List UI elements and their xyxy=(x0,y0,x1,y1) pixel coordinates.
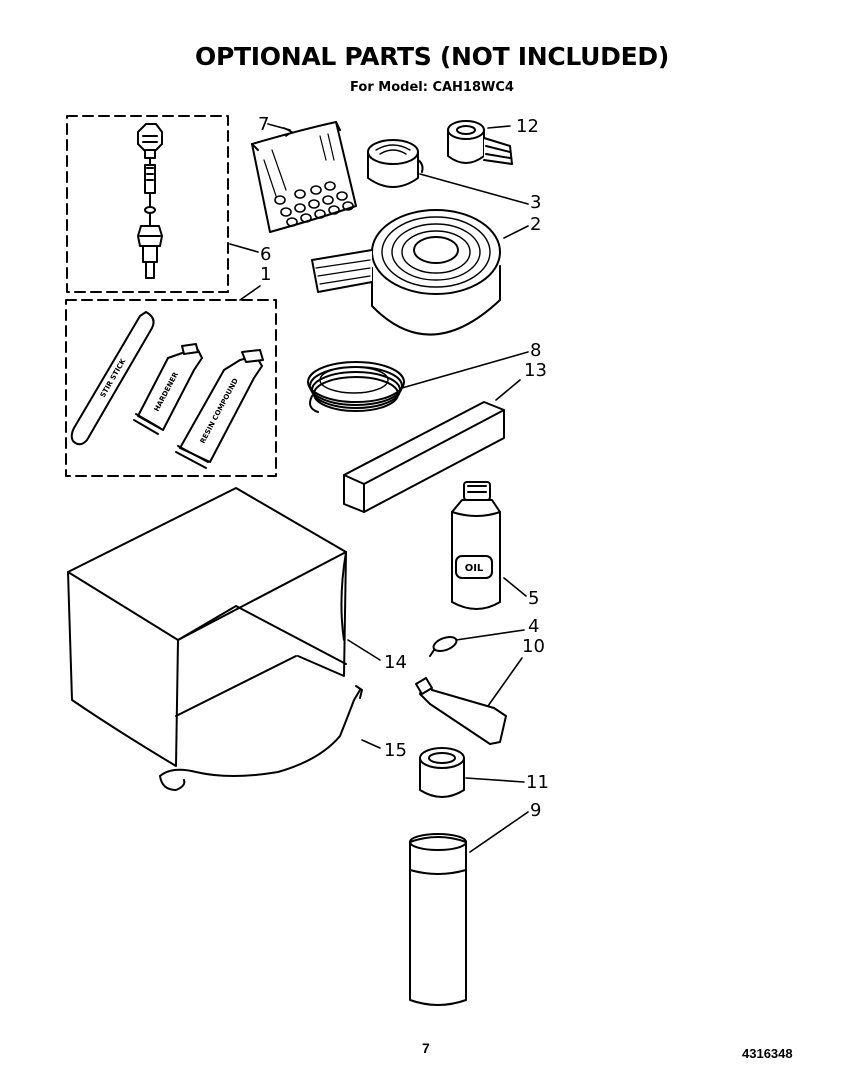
foam-bar xyxy=(343,401,505,513)
stir-stick: STIR STICK xyxy=(70,311,155,446)
callout-6: 6 xyxy=(260,244,271,265)
document-number: 4316348 xyxy=(742,1046,793,1061)
valve-assembly xyxy=(137,123,163,279)
callout-5: 5 xyxy=(528,588,539,609)
callout-13: 13 xyxy=(524,360,547,381)
callout-4: 4 xyxy=(528,616,539,637)
hardener-tube: HARDENER xyxy=(133,343,203,435)
model-subtitle: For Model: CAH18WC4 xyxy=(350,80,514,95)
callout-10: 10 xyxy=(522,636,545,657)
callout-1: 1 xyxy=(260,264,271,285)
callout-7: 7 xyxy=(258,114,269,135)
large-tape-roll xyxy=(311,209,501,336)
page-title: OPTIONAL PARTS (NOT INCLUDED) xyxy=(195,42,669,71)
spray-can xyxy=(409,833,467,1006)
callout-15: 15 xyxy=(384,740,407,761)
unit-cover xyxy=(67,487,347,767)
tape-roll-11 xyxy=(419,747,465,798)
callout-14: 14 xyxy=(384,652,407,673)
kit-6-box xyxy=(66,115,229,293)
callout-3: 3 xyxy=(530,192,541,213)
oil-label: OIL xyxy=(465,563,484,574)
leader-lines xyxy=(229,123,529,853)
oil-bottle: OIL xyxy=(451,481,501,610)
coiled-wire xyxy=(307,361,405,413)
small-fitting xyxy=(429,636,458,657)
tie-cord xyxy=(159,685,363,791)
small-tape-roll xyxy=(367,139,424,188)
washer-bag xyxy=(251,121,357,233)
callout-12: 12 xyxy=(516,116,539,137)
callout-2: 2 xyxy=(530,214,541,235)
callout-11: 11 xyxy=(526,772,549,793)
sealant-tube xyxy=(415,677,507,745)
tape-roll-12 xyxy=(447,120,513,165)
kit-1-box xyxy=(65,299,277,477)
callout-9: 9 xyxy=(530,800,541,821)
page-number: 7 xyxy=(422,1040,430,1056)
callout-8: 8 xyxy=(530,340,541,361)
